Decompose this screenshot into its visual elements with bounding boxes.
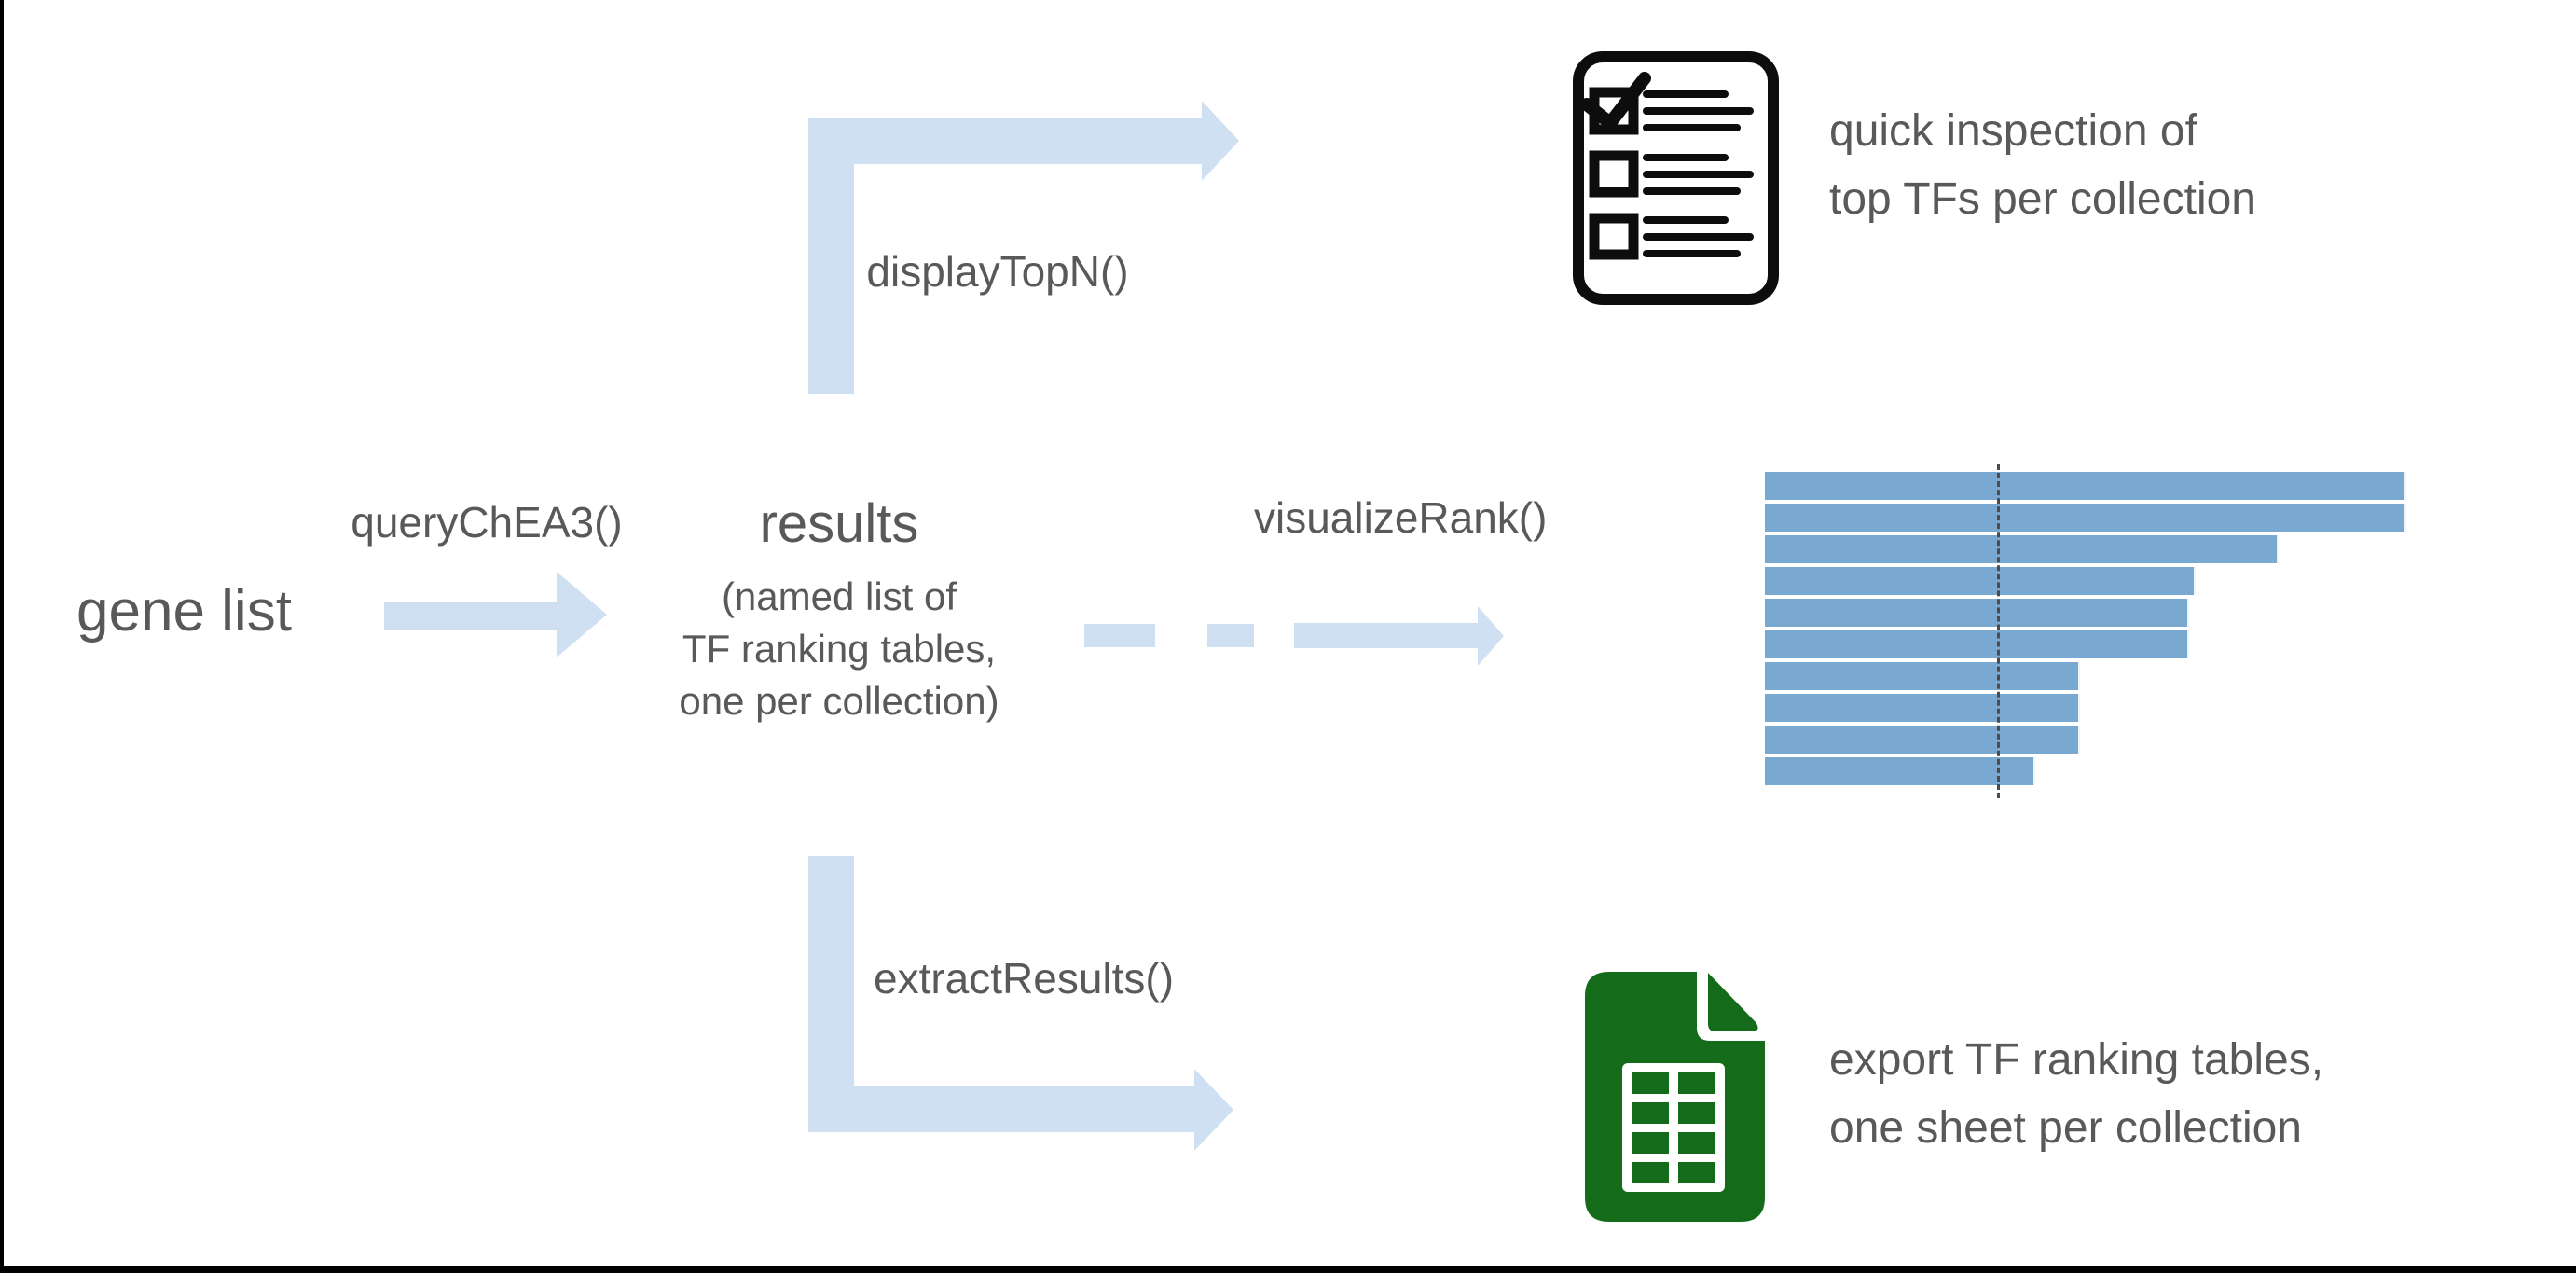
rank-bar bbox=[1765, 630, 2189, 658]
visualize-rank-function-label: visualizeRank() bbox=[1254, 493, 1548, 542]
left-edge-bar bbox=[0, 0, 4, 1273]
arrow-results-to-chart-dash bbox=[1207, 624, 1254, 647]
results-subtitle-line: TF ranking tables, bbox=[682, 627, 997, 671]
bottom-edge-bar bbox=[0, 1266, 2576, 1273]
rank-bar bbox=[1765, 757, 2036, 785]
rank-bar bbox=[1765, 694, 2081, 722]
inspection-caption: quick inspection of top TFs per collecti… bbox=[1829, 97, 2256, 233]
checklist-document-icon bbox=[1573, 51, 1779, 305]
rank-bar bbox=[1765, 535, 2279, 563]
results-node: results (named list of TF ranking tables… bbox=[653, 494, 1026, 727]
rank-bar bbox=[1765, 726, 2081, 754]
rank-bar bbox=[1765, 504, 2406, 532]
arrow-results-to-chart-shaft bbox=[1294, 623, 1478, 648]
results-subtitle-line: (named list of bbox=[721, 574, 957, 618]
arrow-results-to-chart-dash bbox=[1084, 624, 1155, 647]
results-title: results bbox=[759, 493, 919, 554]
rank-bar bbox=[1765, 567, 2196, 595]
display-topn-function-label: displayTopN() bbox=[866, 247, 1129, 296]
inspection-caption-line: top TFs per collection bbox=[1829, 174, 2256, 224]
rank-bar bbox=[1765, 599, 2189, 627]
rank-bar bbox=[1765, 662, 2081, 690]
export-caption-line: one sheet per collection bbox=[1829, 1103, 2302, 1153]
export-caption: export TF ranking tables, one sheet per … bbox=[1829, 1026, 2323, 1162]
query-chea3-function-label: queryChEA3() bbox=[351, 498, 623, 547]
results-subtitle: (named list of TF ranking tables, one pe… bbox=[653, 571, 1026, 727]
gene-list-label: gene list bbox=[76, 579, 292, 643]
arrow-gene-to-results-shaft bbox=[384, 602, 558, 630]
rank-bar bbox=[1765, 472, 2406, 500]
rank-bar-chart bbox=[1765, 464, 2406, 798]
rank-bar-chart-bars bbox=[1765, 472, 2406, 785]
arrow-results-to-sheet-horizontal bbox=[808, 1086, 1196, 1132]
export-caption-line: export TF ranking tables, bbox=[1829, 1035, 2324, 1085]
arrow-results-to-chart-head bbox=[1478, 606, 1504, 666]
arrow-results-to-sheet-head bbox=[1194, 1069, 1233, 1151]
arrow-results-to-checklist-head bbox=[1202, 101, 1239, 181]
arrow-gene-to-results-head bbox=[557, 572, 607, 657]
inspection-caption-line: quick inspection of bbox=[1829, 106, 2197, 156]
results-subtitle-line: one per collection) bbox=[679, 679, 999, 723]
extract-results-function-label: extractResults() bbox=[874, 954, 1175, 1003]
rank-chart-reference-line bbox=[1997, 464, 2001, 798]
arrow-results-to-checklist-horizontal bbox=[808, 118, 1204, 164]
spreadsheet-icon bbox=[1585, 972, 1765, 1222]
